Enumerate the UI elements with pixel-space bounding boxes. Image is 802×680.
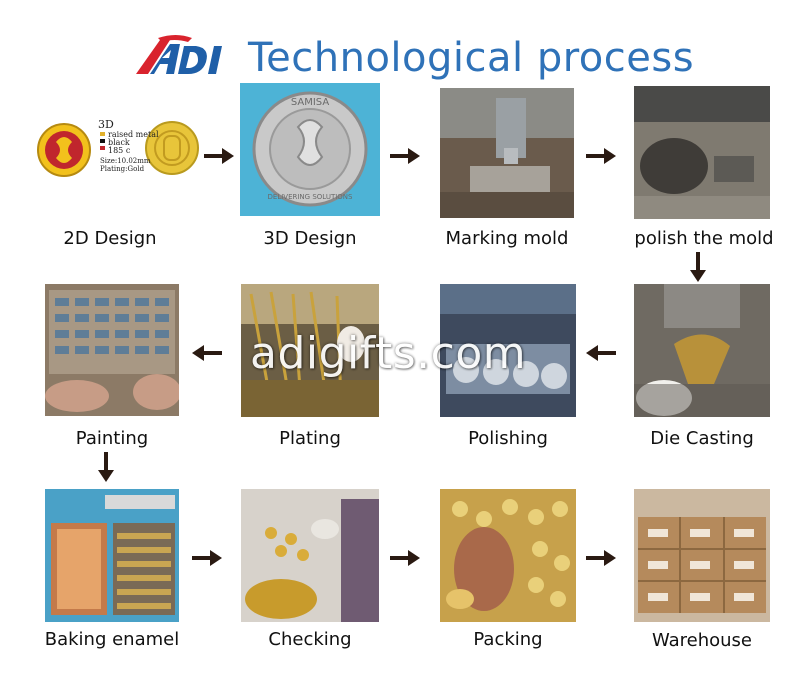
arrow-right-icon (586, 550, 616, 566)
step-label-checking: Checking (268, 629, 352, 650)
coin-bottom-text: DELIVERING SOLUTIONS (268, 193, 354, 201)
arrow-right-icon (586, 148, 616, 164)
page-title: Technological process (248, 35, 695, 81)
step-label-packing: Packing (473, 629, 543, 650)
polishing-image (440, 284, 576, 417)
warehouse-image (634, 489, 770, 622)
watermark: adigifts.com (250, 328, 527, 379)
arrow-right-icon (390, 550, 420, 566)
step-label-polishing: Polishing (468, 428, 548, 449)
tag-3d: 3D (98, 118, 114, 131)
step-label-marking-mold: Marking mold (445, 228, 569, 249)
packing-image (440, 489, 576, 622)
baking-enamel-image (45, 489, 179, 622)
arrow-down-icon (98, 452, 114, 482)
arrow-left-icon (192, 345, 222, 361)
arrow-right-icon (204, 148, 234, 164)
arrow-down-icon (690, 252, 706, 282)
arrow-right-icon (192, 550, 222, 566)
step-label-2d-design: 2D Design (63, 228, 157, 249)
checking-image (241, 489, 379, 622)
die-casting-image (634, 284, 770, 417)
step-label-plating: Plating (279, 428, 341, 449)
design-2d-image (30, 92, 215, 212)
legend-black: black (108, 138, 130, 147)
arrow-right-icon (390, 148, 420, 164)
legend-185c: 185 c (108, 146, 131, 155)
arrow-left-icon (586, 345, 616, 361)
plating-image (241, 284, 379, 417)
marking-mold-image (440, 88, 574, 218)
adi-logo (130, 30, 226, 86)
step-label-warehouse: Warehouse (651, 630, 753, 651)
painting-image (45, 284, 179, 416)
step-label-3d-design: 3D Design (263, 228, 357, 249)
design-3d-image: SAMISA DELIVERING SOLUTIONS (240, 83, 380, 216)
plating-line: Plating:Gold (100, 165, 145, 173)
step-label-die-casting: Die Casting (650, 428, 754, 449)
legend-raised-metal: raised metal (108, 130, 159, 139)
polish-mold-image (634, 86, 770, 219)
step-label-polish-the-mold: polish the mold (634, 228, 774, 249)
size-line: Size:10.02mm (100, 157, 151, 165)
coin-top-text: SAMISA (291, 97, 329, 108)
header: Technological process (120, 22, 720, 92)
step-label-painting: Painting (75, 428, 149, 449)
step-label-baking-enamel: Baking enamel (44, 629, 180, 650)
